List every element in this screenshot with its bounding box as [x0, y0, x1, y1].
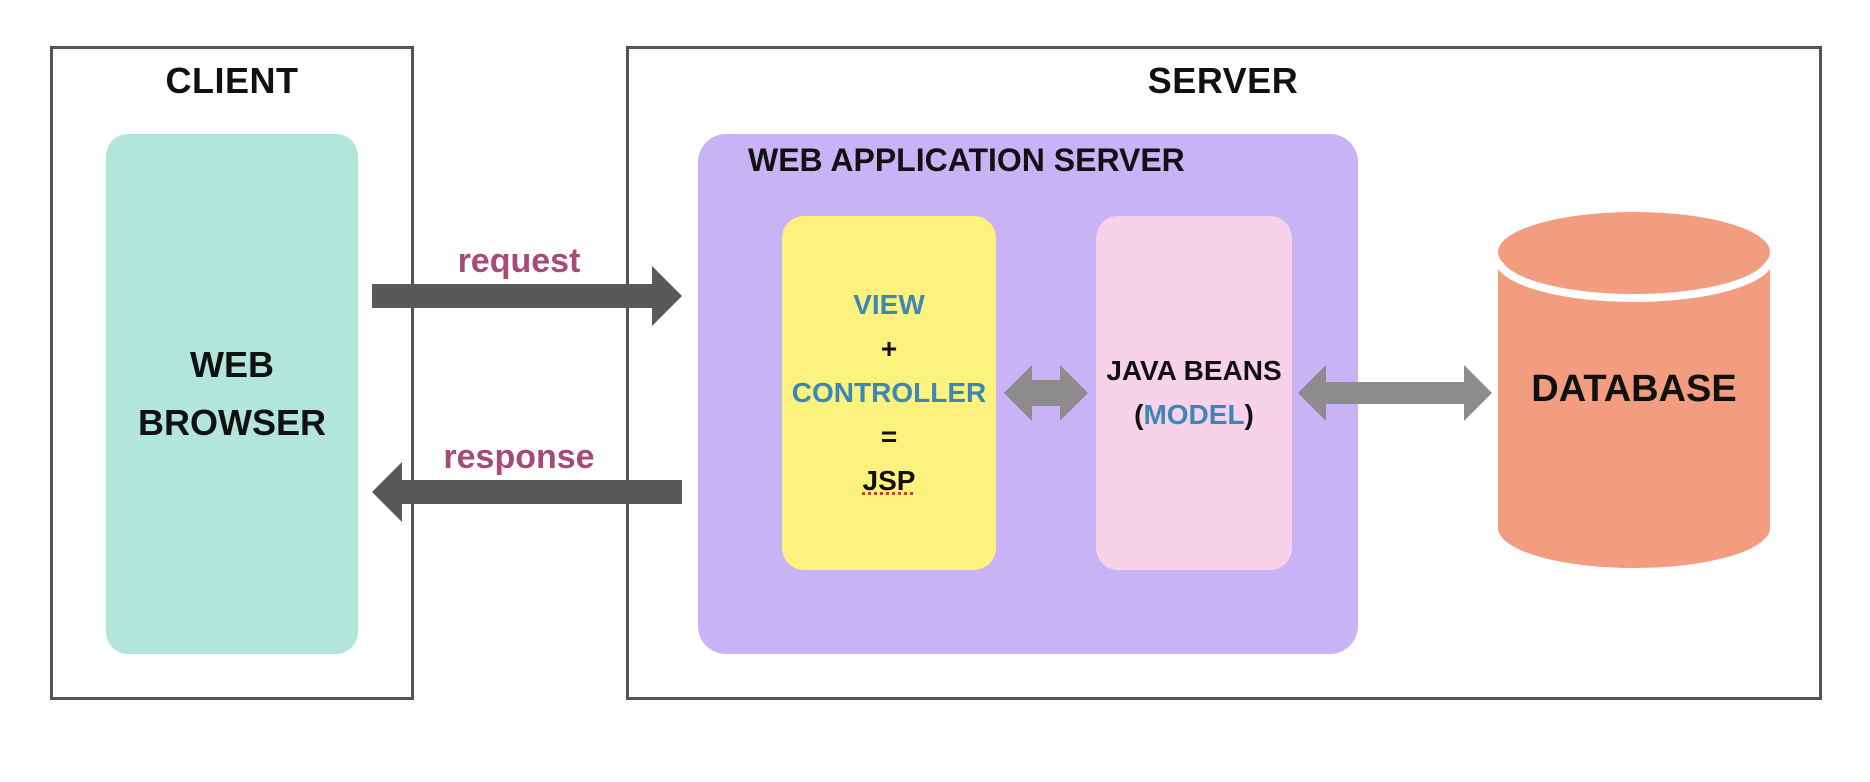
model-open-paren: (: [1134, 399, 1144, 430]
model-label: MODEL: [1143, 399, 1245, 430]
request-label: request: [457, 242, 581, 280]
database-label: DATABASE: [1531, 368, 1737, 410]
web-browser-label-line2: BROWSER: [138, 402, 326, 443]
response-arrow: [372, 462, 682, 522]
beans-database-double-arrow: [1298, 365, 1492, 421]
web-browser-box: WEB BROWSER: [106, 134, 358, 654]
database-cylinder-body: [1498, 258, 1770, 568]
controller-label: CONTROLLER: [791, 377, 987, 408]
database-cylinder-top: [1498, 212, 1770, 292]
java-beans-model-box: JAVA BEANS (MODEL): [1096, 216, 1292, 570]
plus-sign: +: [880, 333, 898, 364]
response-label: response: [443, 438, 595, 476]
java-beans-label: JAVA BEANS: [1106, 355, 1282, 386]
model-close-paren: ): [1244, 399, 1254, 430]
equals-sign: =: [880, 421, 898, 452]
server-title: SERVER: [1147, 60, 1299, 101]
client-title: CLIENT: [165, 60, 299, 101]
database-cylinder: [1494, 212, 1774, 568]
jsp-beans-double-arrow: [1004, 365, 1088, 421]
database-cylinder-rim: [1494, 257, 1774, 302]
jsp-view-controller-box: VIEW + CONTROLLER = JSP: [782, 216, 996, 570]
request-arrow: [372, 266, 682, 326]
web-browser-label-line1: WEB: [190, 344, 274, 385]
view-label: VIEW: [853, 289, 925, 320]
model-label-group: (MODEL): [1134, 393, 1254, 437]
web-application-server-title: WEB APPLICATION SERVER: [748, 142, 1185, 178]
jsp-label: JSP: [862, 465, 916, 496]
